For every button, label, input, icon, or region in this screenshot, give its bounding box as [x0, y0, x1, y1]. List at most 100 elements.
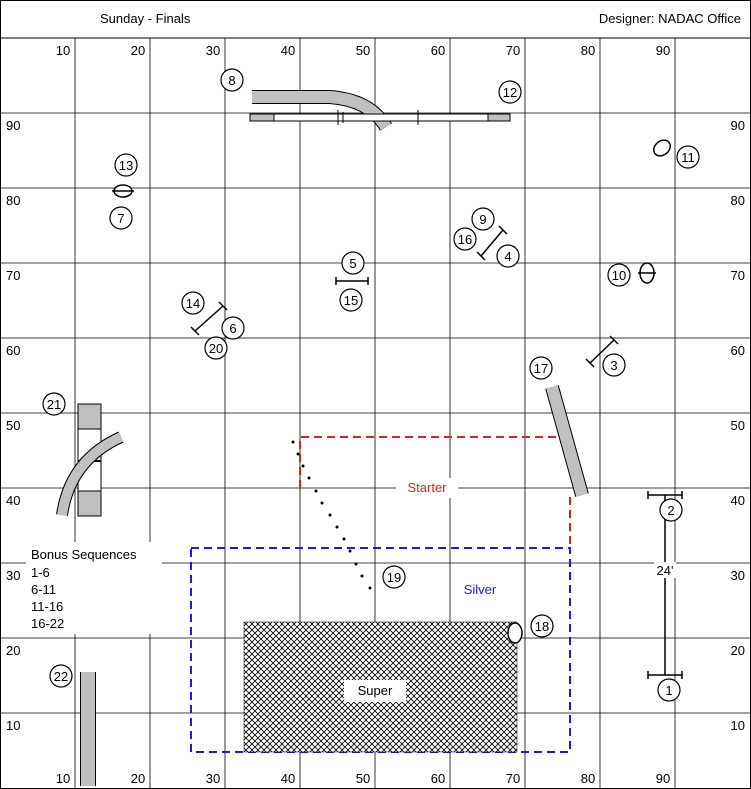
jump-bars	[190, 225, 683, 679]
obstacle-number-4: 4	[496, 244, 520, 268]
silver-label: Silver	[464, 582, 497, 597]
svg-text:12: 12	[503, 85, 517, 100]
grid-labels: 10 20 30 40 50 60 70 80 90 10 20 30 40 50 60 70 80 90 90 80…	[6, 43, 745, 786]
obstacle-number-19: 19	[382, 565, 406, 589]
svg-text:11: 11	[681, 150, 695, 165]
y-axis-label: 70	[731, 268, 745, 283]
y-axis-label: 30	[6, 568, 20, 583]
distance-label: 24'	[657, 563, 674, 578]
y-axis-label: 10	[6, 718, 20, 733]
svg-text:22: 22	[54, 669, 68, 684]
svg-text:10: 10	[612, 268, 626, 283]
obstacle-number-2: 2	[659, 498, 683, 522]
obstacle-number-18: 18	[530, 614, 554, 638]
obstacle-number-12: 12	[498, 80, 522, 104]
obstacle-number-13: 13	[114, 153, 138, 177]
svg-text:7: 7	[117, 211, 124, 226]
x-axis-label: 50	[356, 43, 370, 58]
x-axis-label: 40	[281, 43, 295, 58]
obstacle-number-11: 11	[676, 145, 700, 169]
svg-text:8: 8	[228, 73, 235, 88]
y-axis-label: 20	[731, 643, 745, 658]
course-title: Sunday - Finals	[100, 11, 191, 26]
x-axis-label: 10	[56, 43, 70, 58]
obstacle-number-22: 22	[49, 664, 73, 688]
x-axis-label: 30	[206, 43, 220, 58]
svg-text:2: 2	[667, 503, 674, 518]
y-axis-label: 60	[6, 343, 20, 358]
svg-text:21: 21	[47, 397, 61, 412]
x-axis-label: 90	[656, 771, 670, 786]
x-axis-label: 80	[581, 771, 595, 786]
starter-label: Starter	[407, 480, 447, 495]
x-axis-label: 70	[506, 771, 520, 786]
y-axis-label: 20	[6, 643, 20, 658]
y-axis-label: 40	[6, 493, 20, 508]
y-axis-label: 80	[731, 193, 745, 208]
y-axis-label: 30	[731, 568, 745, 583]
obstacle-number-6: 6	[221, 316, 245, 340]
starter-zone-outline	[299, 436, 571, 548]
dogwalk-12	[249, 110, 511, 125]
tires	[112, 139, 671, 644]
y-axis-label: 90	[6, 118, 20, 133]
obstacle-number-3: 3	[602, 353, 626, 377]
obstacle-number-20: 20	[204, 336, 228, 360]
x-axis-label: 60	[431, 43, 445, 58]
y-axis-label: 60	[731, 343, 745, 358]
x-axis-label: 70	[506, 43, 520, 58]
svg-text:6: 6	[229, 321, 236, 336]
obstacle-number-7: 7	[109, 206, 133, 230]
super-label: Super	[358, 683, 393, 698]
header: Sunday - Finals Designer: NADAC Office	[0, 0, 751, 38]
bonus-item: 11-16	[31, 599, 63, 614]
y-axis-label: 40	[731, 493, 745, 508]
y-axis-label: 50	[731, 418, 745, 433]
y-axis-label: 80	[6, 193, 20, 208]
svg-text:16: 16	[458, 232, 472, 247]
obstacle-number-8: 8	[220, 68, 244, 92]
svg-text:15: 15	[344, 293, 358, 308]
obstacle-number-5: 5	[341, 251, 365, 275]
x-axis-label: 80	[581, 43, 595, 58]
svg-text:18: 18	[535, 619, 549, 634]
weave-dots	[291, 440, 372, 590]
aframe-21	[77, 403, 102, 517]
bonus-item: 16-22	[31, 616, 64, 631]
y-axis-label: 70	[6, 268, 20, 283]
bonus-title: Bonus Sequences	[31, 547, 137, 562]
obstacle-number-16: 16	[453, 227, 477, 251]
svg-text:19: 19	[387, 570, 401, 585]
obstacle-number-21: 21	[42, 392, 66, 416]
designer-label: Designer: NADAC Office	[598, 11, 741, 26]
x-axis-label: 90	[656, 43, 670, 58]
obstacle-number-17: 17	[529, 356, 553, 380]
svg-text:3: 3	[610, 358, 617, 373]
x-axis-label: 20	[131, 771, 145, 786]
x-axis-label: 20	[131, 43, 145, 58]
obstacle-number-1: 1	[657, 678, 681, 702]
svg-text:14: 14	[186, 296, 200, 311]
svg-text:5: 5	[349, 256, 356, 271]
x-axis-label: 40	[281, 771, 295, 786]
obstacle-number-10: 10	[607, 263, 631, 287]
svg-text:9: 9	[479, 212, 486, 227]
bonus-item: 6-11	[31, 582, 56, 597]
svg-text:1: 1	[665, 683, 672, 698]
x-axis-label: 10	[56, 771, 70, 786]
x-axis-label: 30	[206, 771, 220, 786]
obstacle-number-15: 15	[339, 288, 363, 312]
svg-text:17: 17	[534, 361, 548, 376]
y-axis-label: 50	[6, 418, 20, 433]
bonus-item: 1-6	[31, 565, 50, 580]
svg-text:13: 13	[119, 158, 133, 173]
obstacle-number-14: 14	[181, 291, 205, 315]
x-axis-label: 60	[431, 771, 445, 786]
y-axis-label: 10	[731, 718, 745, 733]
y-axis-label: 90	[731, 118, 745, 133]
x-axis-label: 50	[356, 771, 370, 786]
obstacle-number-9: 9	[471, 207, 495, 231]
